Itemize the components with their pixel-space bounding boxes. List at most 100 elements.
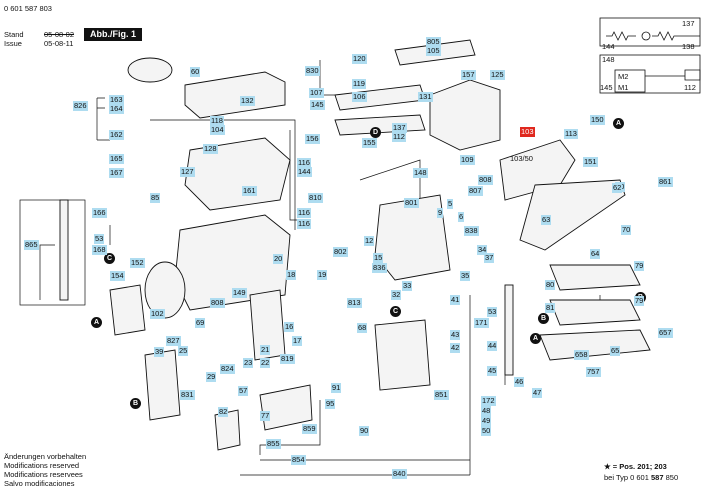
part-label[interactable]: 70	[621, 225, 632, 235]
part-label[interactable]: 168	[92, 245, 107, 255]
part-label[interactable]: 91	[331, 383, 342, 393]
part-label[interactable]: 35	[460, 271, 471, 281]
part-label[interactable]: 50	[481, 426, 492, 436]
part-label[interactable]: 813	[347, 298, 362, 308]
part-label[interactable]: 85	[150, 193, 161, 203]
part-label[interactable]: 162	[109, 130, 124, 140]
part-label[interactable]: 5	[447, 199, 454, 209]
part-label[interactable]: 48	[481, 406, 492, 416]
part-label[interactable]: 68	[357, 323, 368, 333]
part-label[interactable]: 149	[232, 288, 247, 298]
part-label[interactable]: 144	[297, 167, 312, 177]
part-label[interactable]: 23	[243, 358, 254, 368]
part-label[interactable]: 62	[612, 183, 623, 193]
part-label[interactable]: 21	[260, 345, 271, 355]
part-label[interactable]: 157	[461, 70, 476, 80]
part-label[interactable]: 172	[481, 396, 496, 406]
part-label[interactable]: 69	[195, 318, 206, 328]
part-label[interactable]: 82	[218, 407, 229, 417]
part-label[interactable]: 109	[460, 155, 475, 165]
part-label[interactable]: 25	[178, 346, 189, 356]
part-label[interactable]: 154	[110, 271, 125, 281]
part-label[interactable]: 12	[364, 236, 375, 246]
part-label[interactable]: 155	[362, 138, 377, 148]
part-label[interactable]: 107	[309, 88, 324, 98]
part-label[interactable]: 819	[280, 354, 295, 364]
part-label[interactable]: 145	[310, 100, 325, 110]
part-label[interactable]: 118	[210, 116, 224, 126]
part-label[interactable]: 64	[590, 249, 601, 259]
part-label[interactable]: 150	[590, 115, 605, 125]
part-label[interactable]: 120	[352, 54, 367, 64]
part-label[interactable]: 851	[434, 390, 449, 400]
part-label[interactable]: 65	[610, 346, 621, 356]
part-label[interactable]: 9	[437, 208, 444, 218]
part-label[interactable]: 128	[203, 144, 218, 154]
part-label[interactable]: 15	[373, 253, 384, 263]
part-label[interactable]: 81	[545, 303, 556, 313]
part-label[interactable]: 44	[487, 341, 498, 351]
part-label[interactable]: 854	[291, 455, 306, 465]
part-label[interactable]: 43	[450, 330, 461, 340]
part-label[interactable]: 112	[392, 132, 406, 142]
part-label[interactable]: 166	[92, 208, 107, 218]
part-label[interactable]: 163	[109, 95, 124, 105]
part-label[interactable]: 34	[477, 245, 488, 255]
part-label[interactable]: 39	[154, 347, 165, 357]
part-label[interactable]: 95	[325, 399, 336, 409]
part-label[interactable]: 810	[308, 193, 323, 203]
part-label[interactable]: 127	[180, 167, 195, 177]
part-label[interactable]: 840	[392, 469, 407, 479]
part-label[interactable]: 161	[242, 186, 257, 196]
part-label[interactable]: 22	[260, 358, 271, 368]
part-label[interactable]: 47	[532, 388, 543, 398]
part-label[interactable]: 808	[210, 298, 225, 308]
part-label[interactable]: 855	[266, 439, 281, 449]
part-label[interactable]: 16	[284, 322, 295, 332]
part-label[interactable]: 827	[166, 336, 181, 346]
part-label[interactable]: 79	[634, 296, 645, 306]
part-label[interactable]: 165	[109, 154, 124, 164]
part-label[interactable]: 41	[450, 295, 461, 305]
part-label[interactable]: 830	[305, 66, 320, 76]
part-label[interactable]: 824	[220, 364, 235, 374]
part-label[interactable]: 757	[586, 367, 601, 377]
part-label[interactable]: 131	[418, 92, 433, 102]
part-label[interactable]: 20	[273, 254, 284, 264]
part-label[interactable]: 105	[426, 46, 441, 56]
part-label[interactable]: 53	[94, 234, 105, 244]
part-label[interactable]: 18	[286, 270, 297, 280]
part-label[interactable]: 104	[210, 125, 225, 135]
part-label[interactable]: 116	[297, 219, 311, 229]
part-label[interactable]: 838	[464, 226, 479, 236]
part-label[interactable]: 152	[130, 258, 145, 268]
part-label[interactable]: 125	[490, 70, 505, 80]
part-label[interactable]: 116	[297, 158, 311, 168]
part-label[interactable]: 103/50	[510, 154, 533, 163]
part-label[interactable]: 57	[238, 386, 249, 396]
part-label[interactable]: 29	[206, 372, 217, 382]
part-label[interactable]: 90	[359, 426, 370, 436]
part-label[interactable]: 658	[574, 350, 589, 360]
part-label[interactable]: 102	[150, 309, 165, 319]
part-label[interactable]: 49	[481, 416, 492, 426]
part-label[interactable]: 836	[372, 263, 387, 273]
part-label-highlighted[interactable]: 103	[520, 127, 535, 137]
part-label[interactable]: 42	[450, 343, 461, 353]
part-label[interactable]: 151	[583, 157, 598, 167]
part-label[interactable]: 164	[109, 104, 124, 114]
part-label[interactable]: 116	[297, 208, 311, 218]
part-label[interactable]: 859	[302, 424, 317, 434]
part-label[interactable]: 46	[514, 377, 525, 387]
part-label[interactable]: 53	[487, 307, 498, 317]
part-label[interactable]: 132	[240, 96, 255, 106]
part-label[interactable]: 167	[109, 168, 124, 178]
part-label[interactable]: 171	[474, 318, 489, 328]
part-label[interactable]: 137	[392, 123, 407, 133]
part-label[interactable]: 80	[545, 280, 556, 290]
part-label[interactable]: 63	[541, 215, 552, 225]
part-label[interactable]: 79	[634, 261, 645, 271]
part-label[interactable]: 60	[190, 67, 201, 77]
part-label[interactable]: 807	[468, 186, 483, 196]
part-label[interactable]: 106	[352, 92, 367, 102]
